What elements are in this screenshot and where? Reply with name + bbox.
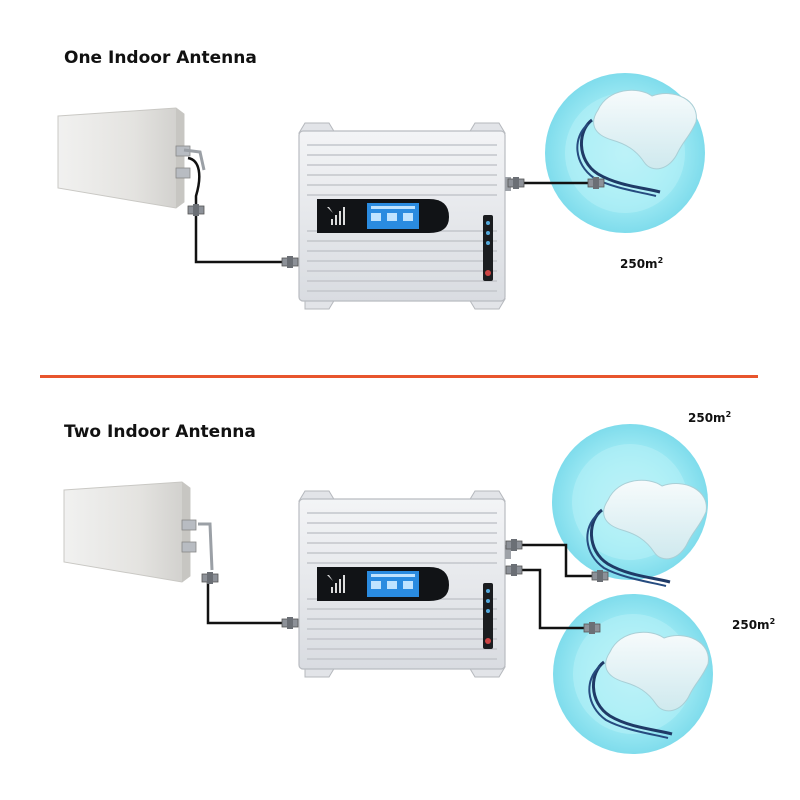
section-title-one-indoor-antenna: One Indoor Antenna	[64, 48, 257, 68]
cables-section-2	[206, 543, 600, 630]
antenna-jumper-2	[198, 522, 214, 571]
outdoor-antenna-1	[57, 107, 191, 209]
signal-booster-2	[298, 490, 512, 678]
section-title-two-indoor-antenna: Two Indoor Antenna	[64, 422, 256, 442]
coverage-label-1: 250m2	[620, 256, 664, 271]
antenna-jumper-1	[183, 148, 206, 171]
cables-section-1	[187, 156, 596, 264]
signal-booster-1	[298, 122, 512, 310]
coverage-label-2a: 250m2	[688, 410, 732, 425]
outdoor-antenna-2	[63, 481, 197, 583]
coverage-label-2b: 250m2	[732, 617, 776, 632]
section-divider	[40, 375, 758, 378]
